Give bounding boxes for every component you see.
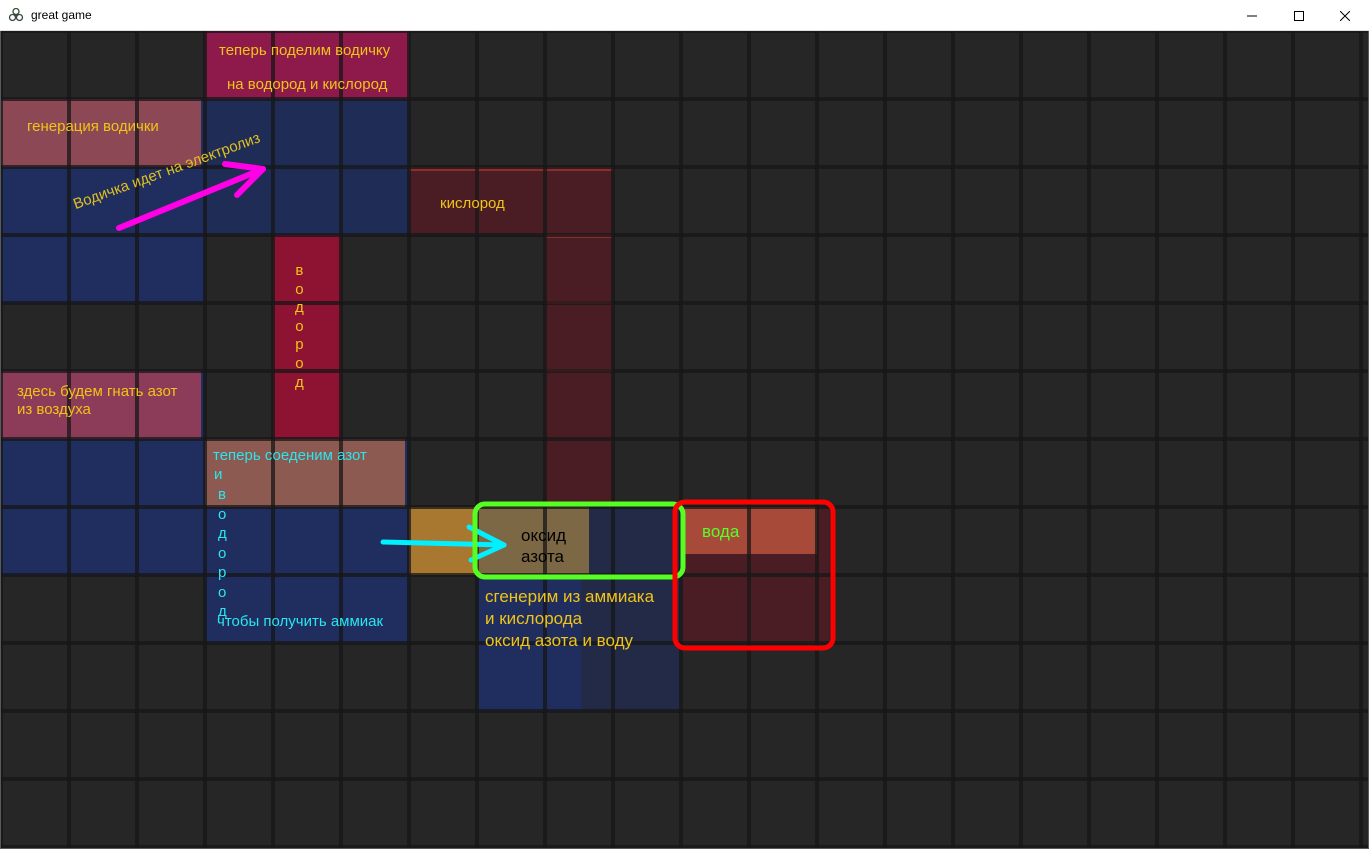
grid-line-horizontal [1,31,1368,33]
vertical-letter: о [218,544,227,562]
label-generate-1: сгенерим из аммиака [485,587,655,606]
zone-tan-combine[interactable] [205,439,405,507]
label-water: вода [702,522,740,541]
vertical-letter: в [218,486,226,503]
vertical-letter: о [295,354,304,372]
vertical-letter: д [218,603,227,620]
vertical-letter: о [218,505,227,523]
close-icon [1340,10,1350,21]
zone-hydrogen[interactable] [273,235,341,439]
cyan-arrow-icon [380,524,507,563]
grid-line-horizontal [1,165,1368,169]
minimize-icon [1247,15,1257,16]
vertical-letter: д [295,299,304,317]
vertical-letter: о [295,280,304,298]
label-nitrogen-1: здесь будем гнать азот [17,383,178,400]
grid-line-horizontal [1,641,1368,645]
green-frame-icon [472,501,686,580]
grid-lines [1,31,1368,848]
window-title: great game [31,8,92,22]
grid-line-horizontal [1,369,1368,373]
vertical-letter: д [295,373,304,391]
label-water-generation: генерация водички [27,118,159,135]
vertical-letter: р [218,564,227,581]
label-combine-3: чтобы получить аммиак [217,613,384,630]
zone-pink-water-gen[interactable] [1,99,201,167]
label-nitric-oxide-1: оксид [521,526,566,545]
vertical-letter: о [218,583,227,601]
grid-line-horizontal [1,573,1368,577]
grid-line-horizontal [1,709,1368,713]
label-nitric-oxide-2: азота [521,547,564,566]
grid-line-horizontal [1,97,1368,101]
vertical-letter: о [295,317,304,335]
label-nitrogen-2: из воздуха [17,401,91,418]
zone-blue-lower-right[interactable] [581,507,681,711]
label-oxygen: кислород [440,195,505,212]
label-split-water-2: на водород и кислород [227,76,388,93]
vertical-letter: д [218,525,227,542]
grid-line-horizontal [1,845,1368,848]
game-canvas[interactable]: теперь поделим водичку на водород и кисл… [1,31,1368,848]
biohazard-icon [8,7,24,22]
grid-line-horizontal [1,505,1368,509]
label-combine-1: теперь соеденим азот [213,447,367,464]
window-titlebar[interactable]: great game [0,0,1369,31]
grid-line-horizontal [1,301,1368,305]
vertical-letter: р [295,336,304,354]
red-frame-icon [672,499,836,651]
annotation-layer [116,161,836,651]
zone-pink-nitrogen[interactable] [1,371,201,439]
label-generate-2: и кислорода [485,609,583,628]
label-split-water-1: теперь поделим водичку [219,42,391,59]
label-combine-2: и [214,466,223,483]
grid-line-horizontal [1,437,1368,441]
grid-line-horizontal [1,777,1368,781]
zone-oxygen-column[interactable] [545,167,613,507]
magenta-arrow-icon [116,161,266,231]
close-button[interactable] [1322,0,1368,31]
maximize-button[interactable] [1276,0,1322,31]
label-generate-3: оксид азота и воду [485,631,634,650]
vertical-letter: в [295,262,304,279]
maximize-icon [1294,10,1304,21]
grid-line-horizontal [1,233,1368,237]
minimize-button[interactable] [1229,0,1275,31]
zone-pink-split[interactable] [205,31,409,99]
